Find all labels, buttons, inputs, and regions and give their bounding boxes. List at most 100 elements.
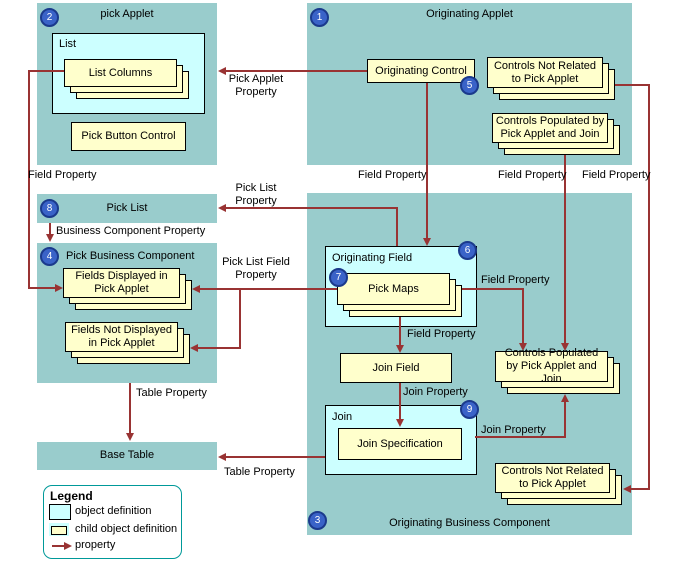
badge-7: 7 [329,268,348,287]
object-list-title: List [59,38,77,50]
edge-pick-list-field-property-line-c [198,347,241,349]
label-table-property-component: Table Property [136,387,207,399]
join-field-node: Join Field [340,353,452,383]
group-pick-list [37,194,217,223]
label-business-component-property: Business Component Property [56,225,206,237]
badge-6: 6 [458,241,477,260]
fields-not-displayed-card: Fields Not Displayed in Pick Applet [65,322,178,352]
edge-join-property-join-arrowhead [561,394,569,402]
edge-field-property-controls-not-related-line-c [631,488,650,490]
group-pick-applet-title: pick Applet [100,8,154,20]
controls-not-related-top-card: Controls Not Related to Pick Applet [487,57,603,88]
edge-field-property-left-line-c [28,287,55,289]
originating-control-label: Originating Control [375,64,467,77]
badge-8: 8 [40,199,59,218]
edge-field-property-pick-maps-below-line [399,305,401,346]
originating-control-node: Originating Control [367,59,475,83]
edge-pick-list-property-line-a [226,207,398,209]
controls-populated-top-label: Controls Populated by Pick Applet and Jo… [495,115,605,140]
edge-pick-list-property-line-b [396,207,398,246]
edge-business-component-property-arrowhead [46,234,54,242]
edge-pick-list-field-property-line-b [239,288,241,349]
edge-pick-list-property-arrowhead [218,204,226,212]
edge-field-property-left-arrowhead [55,284,63,292]
controls-not-related-top-label: Controls Not Related to Pick Applet [493,59,597,85]
pick-button-control-label: Pick Button Control [81,130,176,142]
group-pick-list-title: Pick List [106,202,148,214]
edge-field-property-pick-maps-below-arrowhead [396,345,404,353]
pick-button-control-node: Pick Button Control [71,122,186,151]
group-originating-business-component-title: Originating Business Component [389,517,550,529]
label-field-property-left: Field Property [28,169,97,181]
controls-populated-bottom-stack: Controls Populated by Pick Applet and Jo… [495,347,621,395]
legend-property-arrow-icon [64,542,72,550]
label-field-property-pick-maps-right: Field Property [481,274,550,286]
object-join-title: Join [332,411,353,423]
list-columns-label: List Columns [88,66,153,79]
edge-table-property-component-arrowhead [126,433,134,441]
legend-object-swatch [49,504,71,520]
edge-join-property-field-line [399,383,401,420]
fields-not-displayed-stack: Fields Not Displayed in Pick Applet [65,322,191,365]
legend: Legend object definition child object de… [43,485,182,559]
label-pick-applet-property: Pick Applet Property [228,73,284,98]
controls-populated-top-stack: Controls Populated by Pick Applet and Jo… [492,113,621,156]
edge-field-property-orig-control-arrowhead [423,238,431,246]
label-pick-list-field-property: Pick List Field Property [222,256,290,281]
legend-title: Legend [50,489,93,503]
controls-populated-bottom-label: Controls Populated by Pick Applet and Jo… [504,347,599,385]
edge-pick-list-field-property-arrowhead-b [190,344,198,352]
edge-field-property-left-line-b [28,70,30,289]
edge-pick-list-field-property-line-a [200,288,337,290]
object-originating-field-title: Originating Field [332,252,413,264]
edge-table-property-join-line [226,456,325,458]
group-base-table [37,442,217,470]
fields-not-displayed-label: Fields Not Displayed in Pick Applet [71,324,172,349]
edge-field-property-controls-populated-arrowhead [561,343,569,351]
badge-2: 2 [40,8,59,27]
pick-maps-label: Pick Maps [368,282,419,295]
label-field-property-pick-maps-below: Field Property [407,328,476,340]
label-join-property-join: Join Property [481,424,546,436]
legend-object-label: object definition [75,505,152,517]
edge-pick-applet-property-arrowhead [218,67,226,75]
edge-pick-applet-property-line [226,70,367,72]
edge-field-property-controls-not-related-line-a [615,84,650,86]
edge-field-property-pick-maps-right-line-b [522,288,524,344]
edge-pick-list-field-property-arrowhead-a [192,285,200,293]
group-originating-applet-title: Originating Applet [426,8,513,20]
label-table-property-join: Table Property [224,466,295,478]
edge-join-property-field-arrowhead [396,419,404,427]
edge-field-property-controls-populated-line [564,155,566,344]
label-join-property-field: Join Property [403,386,468,398]
fields-displayed-card: Fields Displayed in Pick Applet [63,268,180,298]
edge-table-property-join-arrowhead [218,453,226,461]
join-specification-label: Join Specification [357,437,443,450]
edge-table-property-component-line [129,383,131,434]
pick-maps-card: Pick Maps [337,273,450,305]
group-pick-business-component-title: Pick Business Component [66,250,195,262]
edge-join-property-join-line-b [564,402,566,438]
controls-not-related-bottom-label: Controls Not Related to Pick Applet [501,465,604,490]
controls-not-related-bottom-stack: Controls Not Related to Pick Applet [495,463,623,506]
legend-child-swatch-inner [51,526,67,535]
controls-not-related-top-stack: Controls Not Related to Pick Applet [487,57,616,101]
controls-not-related-bottom-card: Controls Not Related to Pick Applet [495,463,610,493]
edge-field-property-pick-maps-right-arrowhead [519,343,527,351]
label-pick-list-property: Pick List Property [235,182,277,207]
list-columns-stack: List Columns [64,59,190,100]
group-base-table-title: Base Table [99,449,155,461]
badge-9: 9 [460,400,479,419]
edge-field-property-pick-maps-right-line-a [450,288,524,290]
edge-business-component-property-line [49,223,51,235]
pick-maps-stack: Pick Maps [337,273,463,318]
badge-3: 3 [308,511,327,530]
fields-displayed-label: Fields Displayed in Pick Applet [75,270,168,295]
join-field-label: Join Field [372,361,420,374]
badge-5: 5 [460,76,479,95]
edge-join-property-join-line-a [475,436,566,438]
join-specification-node: Join Specification [338,428,462,460]
list-columns-card: List Columns [64,59,177,87]
legend-property-label: property [75,539,116,551]
